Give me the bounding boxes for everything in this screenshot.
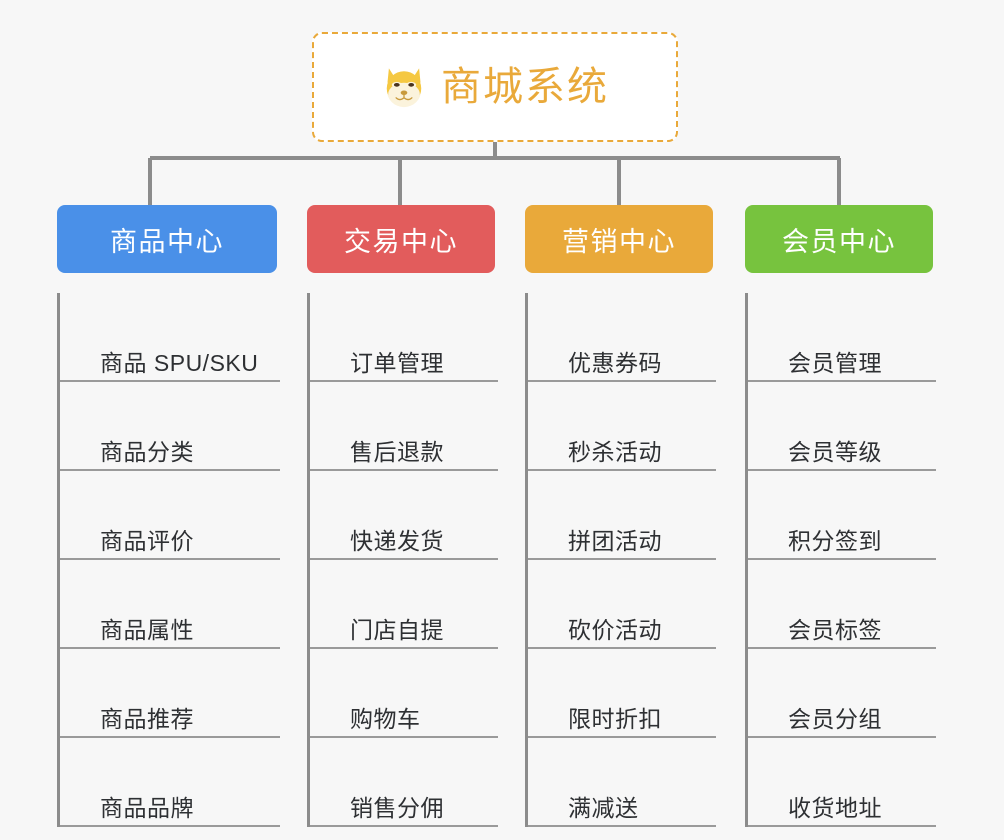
branch-header-label: 交易中心 [344,226,458,257]
list-item-label: 限时折扣 [568,705,662,732]
list-item[interactable]: 会员管理 [748,293,936,382]
list-item[interactable]: 售后退款 [310,382,498,471]
list-item-label: 门店自提 [350,616,444,643]
list-item-label: 会员分组 [788,705,882,732]
list-item[interactable]: 商品品牌 [60,738,280,827]
list-item[interactable]: 订单管理 [310,293,498,382]
list-item-label: 商品分类 [100,438,194,465]
branch-header-label: 营销中心 [562,226,676,257]
root-node[interactable]: 商城系统 [312,32,678,142]
list-item-label: 快递发货 [350,527,444,554]
list-item[interactable]: 积分签到 [748,471,936,560]
branch-header-marketing[interactable]: 营销中心 [525,205,713,273]
list-item[interactable]: 会员标签 [748,560,936,649]
branch-header-product[interactable]: 商品中心 [57,205,277,273]
list-item-label: 秒杀活动 [568,438,662,465]
list-item[interactable]: 会员等级 [748,382,936,471]
list-item[interactable]: 满减送 [528,738,716,827]
branch-column-marketing: 营销中心 优惠券码 秒杀活动 拼团活动 砍价活动 限时折扣 满减送 [525,205,716,827]
list-item-label: 积分签到 [788,527,882,554]
list-item-label: 优惠券码 [568,349,662,376]
branch-column-trade: 交易中心 订单管理 售后退款 快递发货 门店自提 购物车 销售分佣 [307,205,498,827]
list-item[interactable]: 收货地址 [748,738,936,827]
list-item[interactable]: 秒杀活动 [528,382,716,471]
branch-item-list-product: 商品 SPU/SKU 商品分类 商品评价 商品属性 商品推荐 商品品牌 [57,293,280,827]
list-item[interactable]: 门店自提 [310,560,498,649]
list-item[interactable]: 购物车 [310,649,498,738]
list-item-label: 满减送 [568,794,639,821]
list-item-label: 会员管理 [788,349,882,376]
list-item[interactable]: 商品评价 [60,471,280,560]
list-item-label: 拼团活动 [568,527,662,554]
list-item-label: 售后退款 [350,438,444,465]
dog-face-icon [381,64,427,110]
branch-item-list-marketing: 优惠券码 秒杀活动 拼团活动 砍价活动 限时折扣 满减送 [525,293,716,827]
branch-header-label: 会员中心 [782,226,896,257]
list-item-label: 商品 SPU/SKU [100,349,259,376]
branch-item-list-member: 会员管理 会员等级 积分签到 会员标签 会员分组 收货地址 [745,293,936,827]
list-item-label: 销售分佣 [350,794,444,821]
list-item[interactable]: 快递发货 [310,471,498,560]
list-item[interactable]: 拼团活动 [528,471,716,560]
list-item-label: 商品评价 [100,527,194,554]
list-item[interactable]: 商品分类 [60,382,280,471]
list-item-label: 商品推荐 [100,705,194,732]
list-item-label: 收货地址 [788,794,882,821]
list-item[interactable]: 限时折扣 [528,649,716,738]
list-item[interactable]: 销售分佣 [310,738,498,827]
list-item[interactable]: 商品 SPU/SKU [60,293,280,382]
branch-header-member[interactable]: 会员中心 [745,205,933,273]
list-item-label: 订单管理 [350,349,444,376]
list-item-label: 会员等级 [788,438,882,465]
branch-header-label: 商品中心 [110,226,224,257]
list-item[interactable]: 商品属性 [60,560,280,649]
list-item[interactable]: 商品推荐 [60,649,280,738]
list-item-label: 会员标签 [788,616,882,643]
list-item-label: 砍价活动 [568,616,662,643]
branch-item-list-trade: 订单管理 售后退款 快递发货 门店自提 购物车 销售分佣 [307,293,498,827]
branch-column-member: 会员中心 会员管理 会员等级 积分签到 会员标签 会员分组 收货地址 [745,205,936,827]
list-item[interactable]: 优惠券码 [528,293,716,382]
list-item[interactable]: 砍价活动 [528,560,716,649]
list-item-label: 购物车 [350,705,421,732]
root-title: 商城系统 [441,65,609,109]
branch-column-product: 商品中心 商品 SPU/SKU 商品分类 商品评价 商品属性 商品推荐 商品品牌 [57,205,280,827]
branch-header-trade[interactable]: 交易中心 [307,205,495,273]
list-item-label: 商品属性 [100,616,194,643]
list-item[interactable]: 会员分组 [748,649,936,738]
list-item-label: 商品品牌 [100,794,194,821]
